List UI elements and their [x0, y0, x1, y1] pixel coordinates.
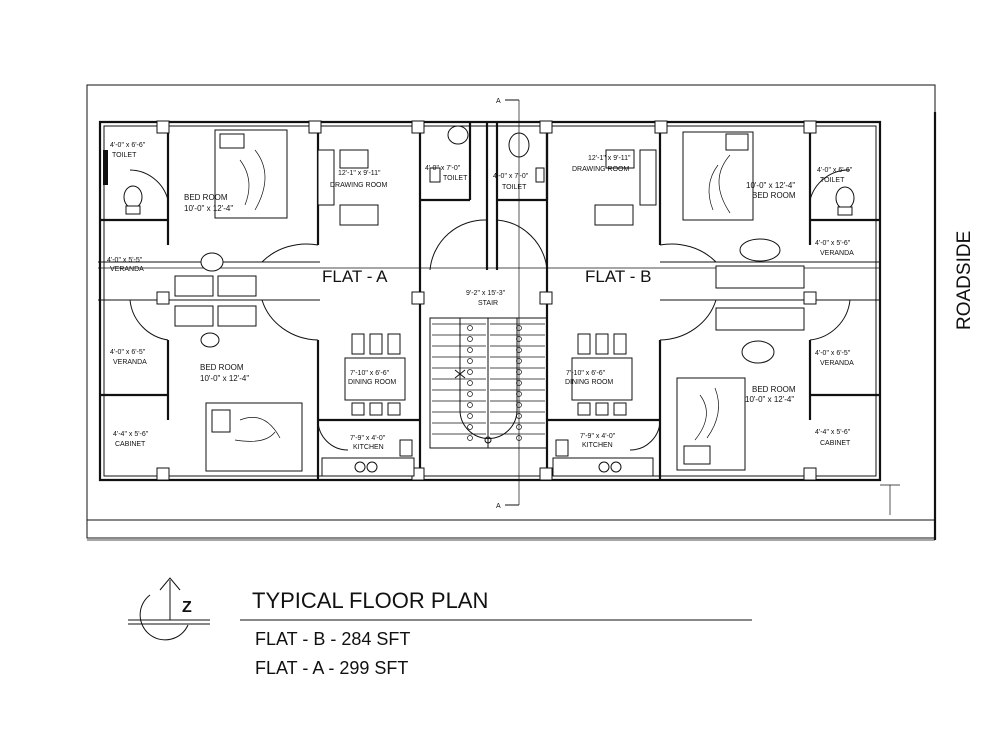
stair-label: STAIR: [478, 300, 498, 307]
a-cabinet-label: CABINET: [115, 441, 146, 448]
building-walls: [98, 120, 882, 482]
a-toilet-label: TOILET: [112, 152, 137, 159]
staircase: [429, 317, 548, 449]
flat-a-furniture: [103, 125, 469, 477]
stair-baluster: [467, 347, 473, 353]
a-drawing-label: DRAWING ROOM: [330, 182, 387, 189]
b-toilet2-label: TOILET: [502, 184, 527, 191]
section-marker-bottom: A: [496, 503, 501, 510]
north-logo: Z: [128, 577, 210, 641]
section-line: A A: [496, 98, 520, 510]
b-veranda-bot-dim: 4'-0" x 6'-5": [815, 350, 851, 357]
b-cabinet-label: CABINET: [820, 440, 851, 447]
stair-baluster: [467, 424, 473, 430]
room-labels: 4'-0" x 6'-6" TOILET BED ROOM 10'-0" x 1…: [107, 142, 854, 451]
a-veranda-top-label: VERANDA: [110, 266, 144, 273]
b-drawing-label: DRAWING ROOM: [572, 166, 629, 173]
stair-baluster: [467, 358, 473, 364]
stair-baluster: [467, 435, 473, 441]
flat-b-furniture: [508, 131, 855, 477]
stair-baluster: [467, 325, 473, 331]
stair-dim: 9'-2" x 15'-3": [466, 290, 506, 297]
stair-baluster: [467, 369, 473, 375]
arched-openings: [129, 169, 851, 451]
b-toilet-dim: 4'-0" x 6'-6": [817, 167, 853, 174]
stair-baluster: [467, 336, 473, 342]
a-dining-dim: 7'-10" x 6'-6": [350, 370, 390, 377]
a-bedroom-top-dim: 10'-0" x 12'-4": [184, 204, 233, 213]
a-bedroom-top-label: BED ROOM: [184, 193, 228, 202]
b-drawing-dim: 12'-1" x 9'-11": [588, 155, 631, 162]
stair-baluster: [467, 391, 473, 397]
a-bedroom-bot-dim: 10'-0" x 12'-4": [200, 374, 249, 383]
a-dining-label: DINING ROOM: [348, 379, 396, 386]
b-veranda-top-dim: 4'-0" x 5'-6": [815, 240, 851, 247]
plan-title: TYPICAL FLOOR PLAN: [252, 588, 488, 613]
flat-a-area: FLAT - A - 299 SFT: [255, 658, 408, 678]
a-kitchen-dim: 7'-9" x 4'-0": [350, 435, 386, 442]
flat-b-label: FLAT - B: [585, 267, 651, 286]
a-toilet-dim: 4'-0" x 6'-6": [110, 142, 146, 149]
flat-b-area: FLAT - B - 284 SFT: [255, 629, 410, 649]
b-bedroom-top-dim: 10'-0" x 12'-4": [746, 181, 795, 190]
flat-a-label: FLAT - A: [322, 267, 388, 286]
b-veranda-bot-label: VERANDA: [820, 360, 854, 367]
columns: [156, 120, 817, 481]
a-veranda-bot-dim: 4'-0" x 6'-5": [110, 349, 146, 356]
a-drawing-dim: 12'-1" x 9'-11": [338, 170, 381, 177]
a-veranda-top-dim: 4'-0" x 5'-5": [107, 257, 143, 264]
b-cabinet-dim: 4'-4" x 5'-6": [815, 429, 851, 436]
b-veranda-top-label: VERANDA: [820, 250, 854, 257]
b-dining-dim: 7'-10" x 6'-6": [566, 370, 606, 377]
b-kitchen-label: KITCHEN: [582, 442, 613, 449]
a-bedroom-bot-label: BED ROOM: [200, 363, 244, 372]
section-marker-top: A: [496, 98, 501, 105]
stair-baluster: [467, 402, 473, 408]
a-veranda-bot-label: VERANDA: [113, 359, 147, 366]
logo-letter: Z: [182, 599, 192, 616]
roadside-label: ROADSIDE: [954, 231, 975, 330]
b-toilet2-dim: 4'-0" x 7'-0": [493, 173, 529, 180]
b-bedroom-bot-label: BED ROOM: [752, 385, 796, 394]
stair-baluster: [467, 413, 473, 419]
site-boundary: [86, 84, 937, 541]
b-kitchen-dim: 7'-9" x 4'-0": [580, 433, 616, 440]
a-toilet2-dim: 4'-0" x 7'-0": [425, 165, 461, 172]
stair-baluster: [467, 380, 473, 386]
a-toilet2-label: TOILET: [443, 175, 468, 182]
a-cabinet-dim: 4'-4" x 5'-6": [113, 431, 149, 438]
b-bedroom-top-label: BED ROOM: [752, 191, 796, 200]
b-bedroom-bot-dim: 10'-0" x 12'-4": [745, 395, 794, 404]
b-toilet-label: TOILET: [820, 177, 845, 184]
a-kitchen-label: KITCHEN: [353, 444, 384, 451]
b-dining-label: DINING ROOM: [565, 379, 613, 386]
